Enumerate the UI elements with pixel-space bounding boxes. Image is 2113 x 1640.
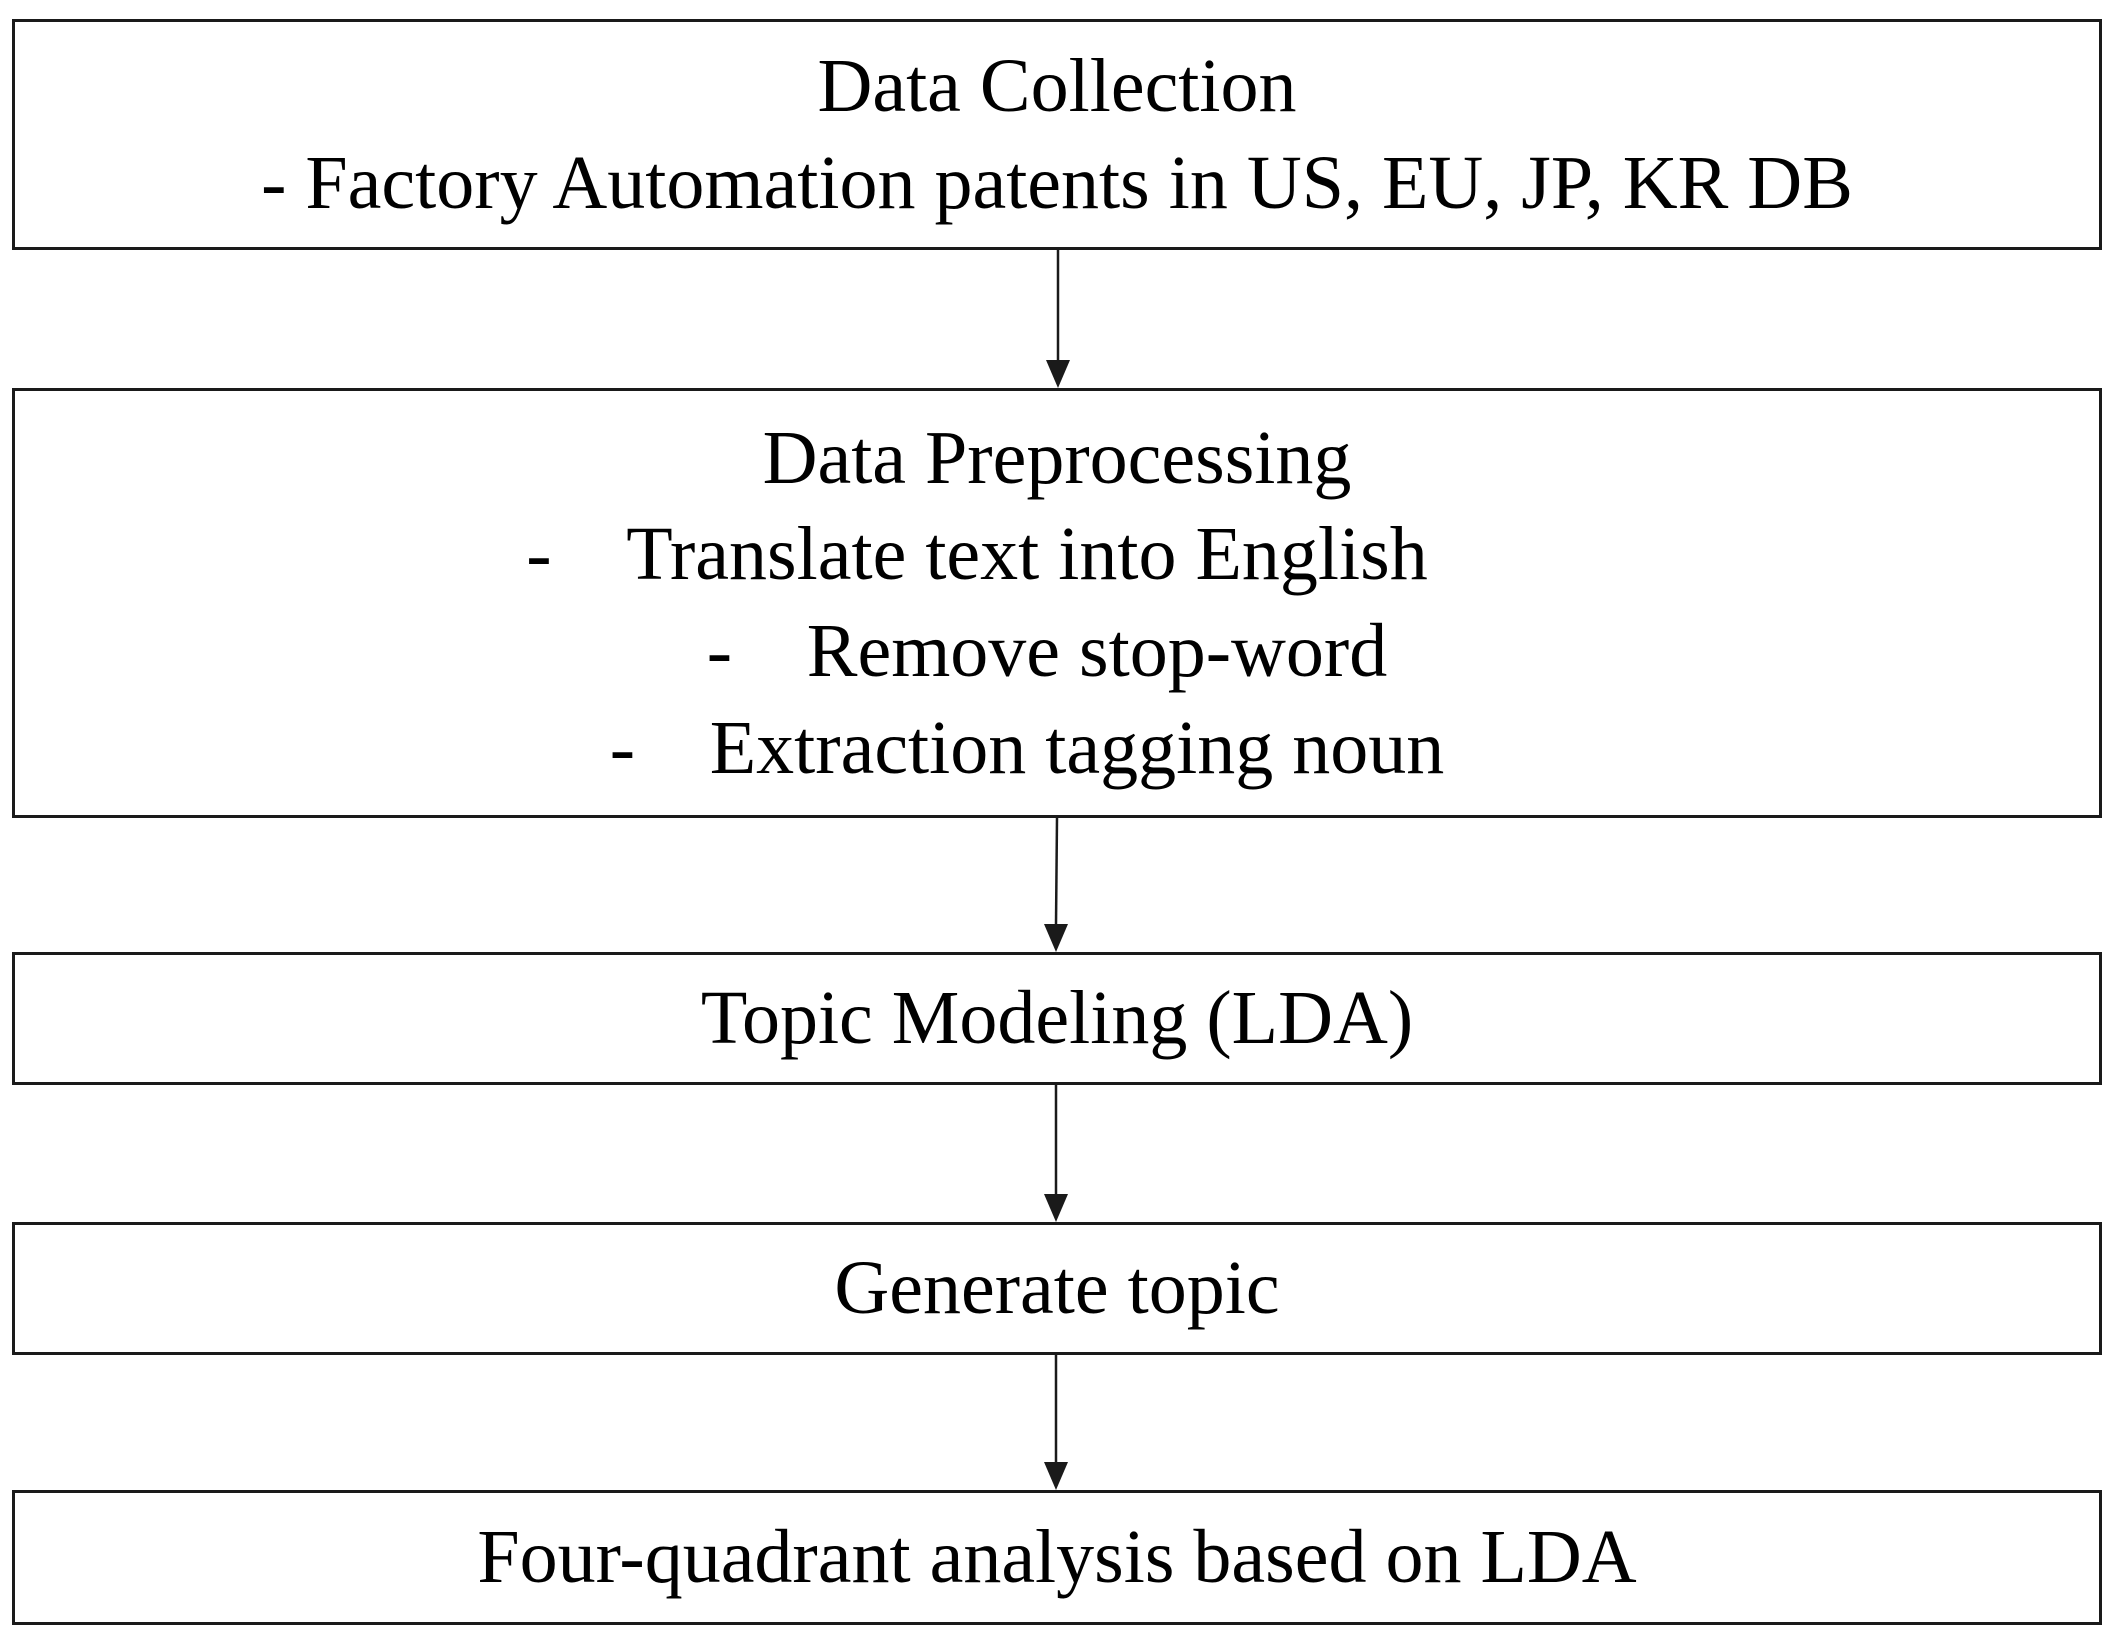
generate-topic-box: Generate topic xyxy=(12,1222,2102,1355)
bullet-text: Extraction tagging noun xyxy=(709,705,1445,790)
data-preprocessing-box: Data Preprocessing - Translate text into… xyxy=(12,388,2102,818)
arrow-topic-modeling-to-generate xyxy=(1044,1085,1068,1222)
bullet-dash: - xyxy=(706,609,733,693)
topic-modeling-box: Topic Modeling (LDA) xyxy=(12,952,2102,1085)
bullet-dash: - xyxy=(609,705,636,790)
data-preprocessing-title: Data Preprocessing xyxy=(762,415,1352,500)
data-collection-box: Data Collection - Factory Automation pat… xyxy=(12,19,2102,250)
arrow-preprocessing-to-topic-modeling xyxy=(1044,817,1068,952)
four-quadrant-title: Four-quadrant analysis based on LDA xyxy=(477,1515,1637,1600)
bullet-text: Translate text into English xyxy=(626,512,1428,597)
preprocessing-bullet-noun: - Extraction tagging noun xyxy=(610,700,1445,797)
arrow-collection-to-preprocessing xyxy=(1046,250,1070,388)
data-collection-title: Data Collection xyxy=(817,43,1297,128)
generate-topic-title: Generate topic xyxy=(834,1246,1280,1331)
topic-modeling-title: Topic Modeling (LDA) xyxy=(700,976,1414,1061)
preprocessing-bullet-stopword: - Remove stop-word xyxy=(707,603,1387,700)
four-quadrant-box: Four-quadrant analysis based on LDA xyxy=(12,1490,2102,1625)
bullet-dash: - xyxy=(526,512,552,597)
data-collection-detail: - Factory Automation patents in US, EU, … xyxy=(261,140,1853,225)
arrow-generate-to-four-quadrant xyxy=(1044,1355,1068,1490)
preprocessing-bullet-translate: - Translate text into English xyxy=(526,506,1428,603)
bullet-text: Remove stop-word xyxy=(806,609,1388,693)
